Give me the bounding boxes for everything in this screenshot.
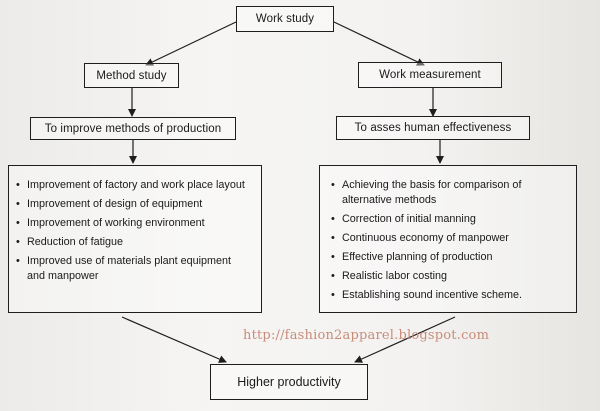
list-item: •Realistic labor costing	[331, 270, 448, 282]
higher-productivity-label: Higher productivity	[237, 375, 341, 389]
method-study-objective-box: To improve methods of production	[30, 117, 236, 140]
work-measurement-objective: To asses human effectiveness	[354, 122, 512, 134]
arrow-root-to-work-measurement	[333, 21, 425, 66]
list-item: •Effective planning of production	[331, 251, 493, 263]
work-study-box: Work study	[236, 6, 334, 32]
list-item: •Improvement of design of equipment	[16, 198, 203, 210]
list-item: •Continuous economy of manpower	[331, 232, 509, 244]
arrow-left-list-to-outcome	[121, 316, 227, 363]
list-item: •Establishing sound incentive scheme.	[331, 289, 523, 301]
work-measurement-box: Work measurement	[358, 62, 502, 88]
list-item: •Improved use of materials plant equipme…	[16, 255, 232, 282]
method-study-objective: To improve methods of production	[44, 122, 222, 135]
arrow-root-to-method-study	[145, 21, 237, 66]
work-measurement-benefits-list: •Achieving the basis for comparison of a…	[331, 178, 572, 307]
list-item: •Improvement of factory and work place l…	[16, 179, 245, 191]
work-measurement-benefits-box: •Achieving the basis for comparison of a…	[319, 165, 577, 313]
method-study-box: Method study	[84, 63, 179, 88]
arrow-right-list-to-outcome	[354, 316, 456, 363]
method-study-benefits-list: •Improvement of factory and work place l…	[16, 178, 252, 288]
work-study-label: Work study	[255, 13, 315, 25]
list-item: •Achieving the basis for comparison of a…	[331, 179, 522, 206]
method-study-label: Method study	[96, 69, 167, 82]
list-item: •Improvement of working environment	[16, 217, 205, 229]
work-measurement-label: Work measurement	[379, 69, 481, 81]
higher-productivity-box: Higher productivity	[210, 364, 368, 400]
list-item: •Reduction of fatigue	[16, 236, 124, 248]
list-item: •Correction of initial manning	[331, 213, 476, 225]
watermark-url: http://fashion2apparel.blogspot.com	[243, 328, 490, 343]
method-study-benefits-box: •Improvement of factory and work place l…	[8, 165, 262, 313]
work-measurement-objective-box: To asses human effectiveness	[336, 116, 530, 140]
